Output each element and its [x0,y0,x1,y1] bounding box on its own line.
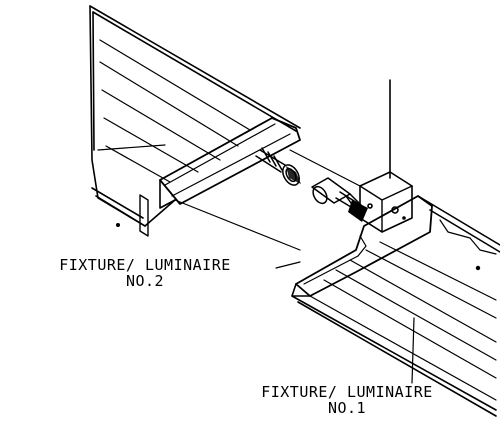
fixture-2-label-line2: NO.2 [125,272,165,290]
fixture-2-label-line1: FIXTURE/ LUMINAIRE [59,256,231,274]
connector-coupling [311,177,368,222]
fixture-1-label-line1: FIXTURE/ LUMINAIRE [261,383,433,401]
fixture-2-body [89,5,301,237]
fixture-1-label-line2: NO.1 [327,399,367,417]
alignment-lines [174,149,361,251]
connector-plug [255,147,301,186]
fixture-2-label: FIXTURE/ LUMINAIRE NO.2 [10,257,280,289]
fixture-1-label: FIXTURE/ LUMINAIRE NO.1 [212,384,482,416]
fixture-1-body [291,79,500,417]
callout-leaders [275,261,415,384]
